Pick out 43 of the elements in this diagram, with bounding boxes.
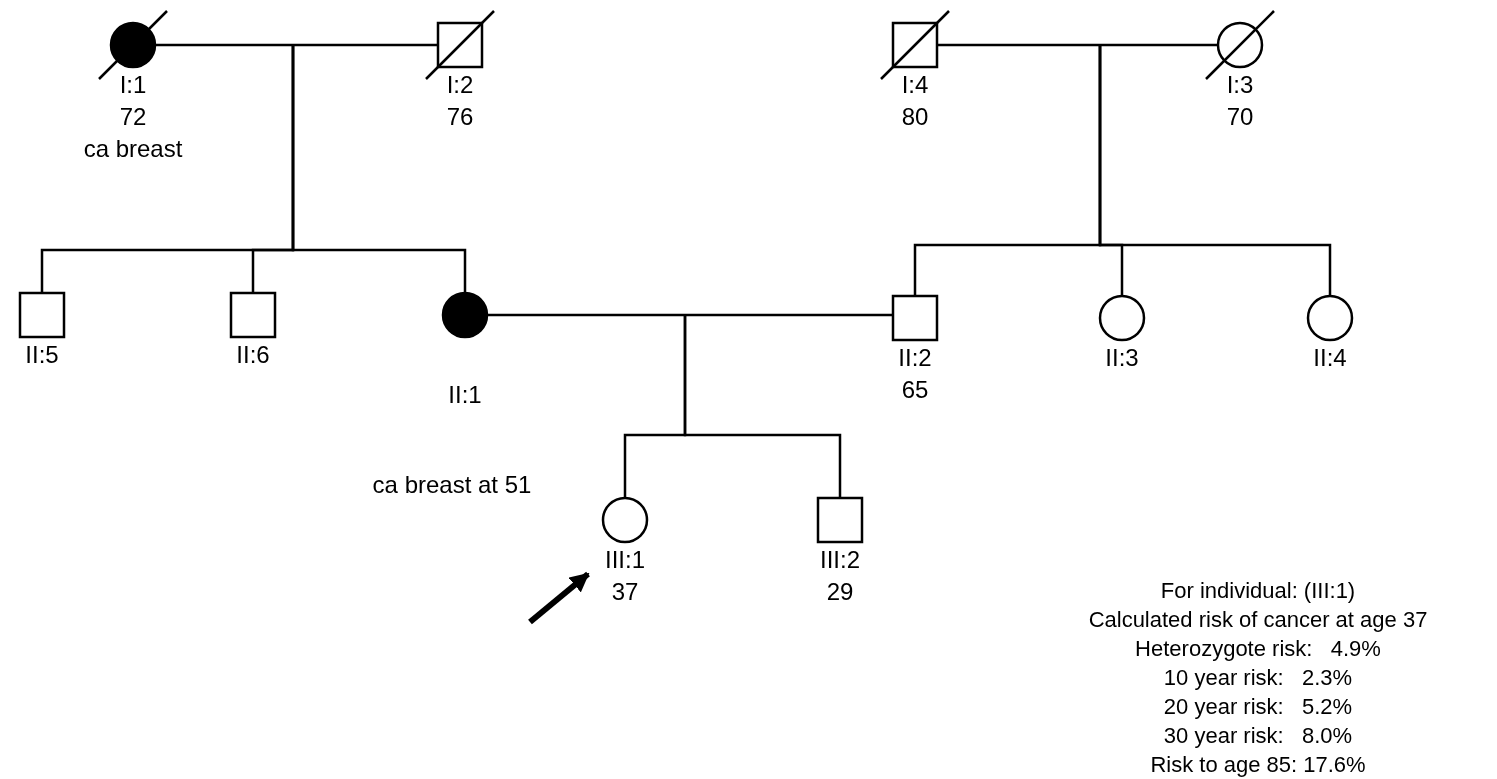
risk-note: 30 year risk: 8.0% xyxy=(1163,723,1353,749)
individual-id: I:3 xyxy=(1226,71,1254,99)
individual-id: II:6 xyxy=(236,341,270,369)
individual-note: 65 xyxy=(901,376,929,404)
individual-id: II:1 xyxy=(448,381,482,409)
individual-id: I:1 xyxy=(119,71,147,99)
male-symbol xyxy=(818,498,862,542)
female-symbol xyxy=(603,498,647,542)
male-symbol xyxy=(231,293,275,337)
female-symbol xyxy=(1100,296,1144,340)
individual-note: 72 xyxy=(119,103,147,131)
individual-id: II:5 xyxy=(25,341,59,369)
individual-note: 80 xyxy=(901,103,929,131)
individual-note: 70 xyxy=(1226,103,1254,131)
descent-line xyxy=(1098,45,1332,296)
descent-line xyxy=(683,315,842,498)
individual-note: 37 xyxy=(611,578,639,606)
female-symbol xyxy=(1308,296,1352,340)
individual-id: III:2 xyxy=(820,546,860,574)
proband-arrow xyxy=(528,571,590,625)
individual-id: I:2 xyxy=(446,71,474,99)
affected-female-symbol xyxy=(443,293,487,337)
risk-note: For individual: (III:1) xyxy=(1160,578,1356,604)
risk-note: 10 year risk: 2.3% xyxy=(1163,665,1353,691)
individual-id: II:2 xyxy=(898,344,932,372)
male-symbol xyxy=(893,296,937,340)
individual-note: 76 xyxy=(446,103,474,131)
individual-note: ca breast at 51 xyxy=(372,471,532,499)
individual-id: III:1 xyxy=(605,546,645,574)
mating-line xyxy=(937,43,1218,47)
risk-note: Risk to age 85: 17.6% xyxy=(1150,752,1366,778)
individual-id: II:4 xyxy=(1313,344,1347,372)
risk-note: Calculated risk of cancer at age 37 xyxy=(1088,607,1428,633)
descent-line xyxy=(291,45,467,293)
male-symbol xyxy=(20,293,64,337)
individual-note: 29 xyxy=(826,578,854,606)
mating-line xyxy=(487,313,893,317)
risk-note: Heterozygote risk: 4.9% xyxy=(1135,636,1381,662)
risk-note: 20 year risk: 5.2% xyxy=(1163,694,1353,720)
individual-id: II:3 xyxy=(1105,344,1139,372)
individual-note: ca breast xyxy=(83,135,183,163)
mating-line xyxy=(155,43,438,47)
individual-id: I:4 xyxy=(901,71,929,99)
